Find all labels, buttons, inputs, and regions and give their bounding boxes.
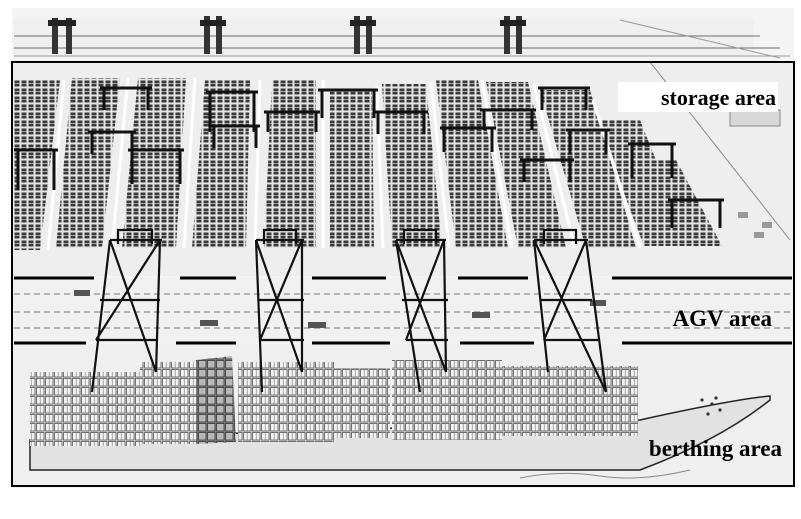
agv-vehicle xyxy=(472,312,490,318)
distant-quay-strip xyxy=(14,16,790,58)
berthing-area-label: berthing area xyxy=(649,436,783,461)
yard-block xyxy=(264,80,316,248)
berthing-area-block xyxy=(12,344,794,486)
agv-vehicle xyxy=(74,290,90,296)
deck-container-bay xyxy=(140,362,196,444)
deck-container-bay xyxy=(334,368,390,438)
agv-vehicle xyxy=(200,320,218,326)
ship-bridge xyxy=(196,356,236,444)
deck-container-bay xyxy=(392,360,502,440)
storage-area-label: storage area xyxy=(661,85,776,110)
deck-container-bay xyxy=(238,362,334,442)
agv-area-label: AGV area xyxy=(673,306,773,331)
yard-block xyxy=(330,88,374,248)
agv-vehicle xyxy=(590,300,606,306)
deck-container-bay xyxy=(30,372,140,446)
deck-container-bay xyxy=(502,366,638,436)
agv-vehicle xyxy=(308,322,326,328)
